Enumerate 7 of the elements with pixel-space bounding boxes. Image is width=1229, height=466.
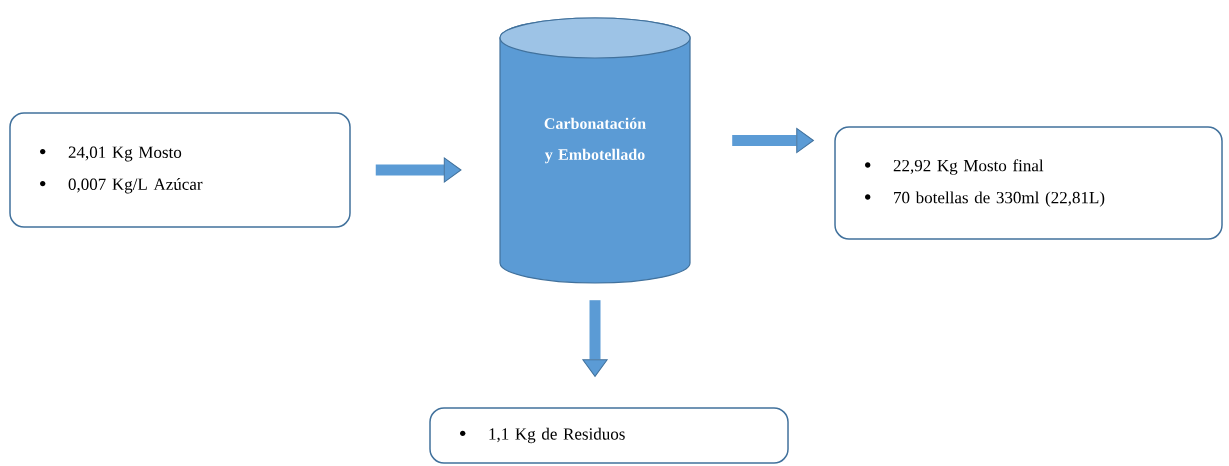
block-arrow xyxy=(582,300,608,377)
block-arrow xyxy=(375,157,462,183)
text-box: 1,1 Kg de Residuos xyxy=(429,407,789,464)
text-box: 22,92 Kg Mosto final 70 botellas de 330ml (22,81L) xyxy=(834,126,1223,240)
text-box: 24,01 Kg Mosto 0,007 Kg/L Azúcar xyxy=(9,112,351,228)
block-arrow xyxy=(732,127,814,154)
cylinder-tank: Carbonatación y Embotellado xyxy=(499,17,691,284)
